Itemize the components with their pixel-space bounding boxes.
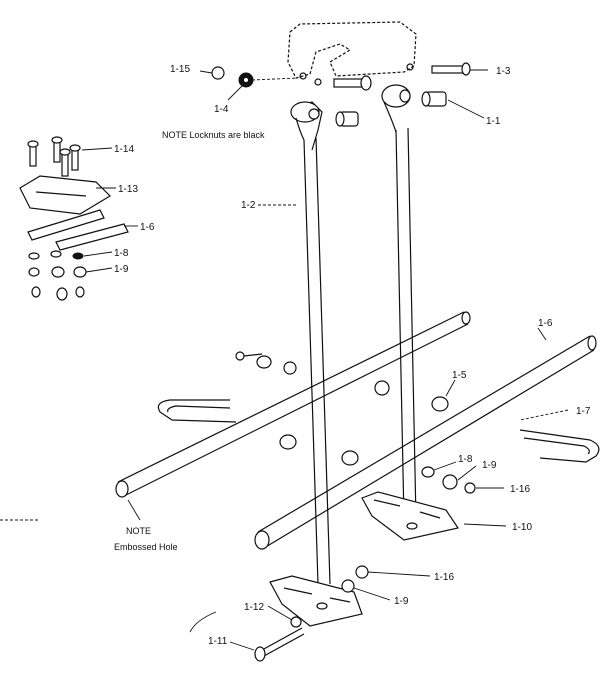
callout-1-1: 1-1 bbox=[486, 116, 501, 127]
callout-1-13: 1-13 bbox=[118, 184, 138, 195]
cross-tube-back bbox=[115, 311, 471, 498]
callout-labels: 1-3 1-1 1-15 1-4 NOTE Locknuts are black… bbox=[114, 64, 591, 647]
callout-1-9-bottom: 1-9 bbox=[394, 596, 409, 607]
callout-1-16-right: 1-16 bbox=[510, 484, 530, 495]
note-locknuts: NOTE Locknuts are black bbox=[162, 130, 265, 140]
bolt-1-11 bbox=[254, 627, 305, 662]
nut-1-9-bottom bbox=[341, 579, 355, 593]
spacer-1-5-a bbox=[374, 380, 390, 396]
spacer-1-1 bbox=[421, 91, 447, 107]
nut-1-9-right bbox=[442, 474, 458, 490]
callout-1-5: 1-5 bbox=[452, 370, 467, 381]
callout-1-8: 1-8 bbox=[458, 454, 473, 465]
note-embossed-title: NOTE bbox=[126, 526, 151, 536]
washer-1-12 bbox=[290, 616, 302, 628]
callout-1-8-small: 1-8 bbox=[114, 248, 129, 259]
upright-tube-right bbox=[381, 84, 417, 521]
washer-pair-upper bbox=[235, 351, 297, 375]
cap-1-16-right bbox=[464, 482, 476, 494]
washer-1-8 bbox=[421, 466, 435, 478]
callout-1-10: 1-10 bbox=[512, 522, 532, 533]
foot-1-10 bbox=[361, 491, 459, 541]
leader-line bbox=[251, 77, 299, 81]
inset-assembly bbox=[19, 136, 129, 301]
top-frame-bracket bbox=[287, 21, 417, 86]
cross-tube-front bbox=[254, 335, 597, 550]
callout-1-6-small: 1-6 bbox=[140, 222, 155, 233]
j-bolt-left bbox=[157, 399, 237, 423]
note-embossed-hole: Embossed Hole bbox=[114, 542, 178, 552]
callout-1-3: 1-3 bbox=[496, 66, 511, 77]
leader-lines bbox=[0, 69, 569, 651]
spacer-left-mid bbox=[279, 434, 297, 450]
bushing-upper bbox=[335, 111, 359, 127]
callout-1-14: 1-14 bbox=[114, 144, 134, 155]
locknut-1-4 bbox=[238, 72, 254, 88]
callout-1-15: 1-15 bbox=[170, 64, 190, 75]
callout-1-6: 1-6 bbox=[538, 318, 553, 329]
spacer-1-5-b bbox=[431, 396, 449, 412]
callout-1-7: 1-7 bbox=[576, 406, 591, 417]
j-bolt-1-7 bbox=[519, 429, 600, 463]
bolt-1-3 bbox=[431, 62, 471, 76]
spacer-center bbox=[341, 450, 359, 466]
callout-1-12: 1-12 bbox=[244, 602, 264, 613]
foot-bottom bbox=[269, 575, 363, 627]
bolt-upper-left bbox=[333, 75, 372, 91]
cap-1-16-bottom bbox=[355, 565, 369, 579]
callout-1-2: 1-2 bbox=[241, 200, 256, 211]
callout-1-9-small: 1-9 bbox=[114, 264, 129, 275]
callout-1-4: 1-4 bbox=[214, 104, 229, 115]
callout-1-11: 1-11 bbox=[208, 636, 228, 647]
callout-1-9-right: 1-9 bbox=[482, 460, 497, 471]
callout-1-16-bottom: 1-16 bbox=[434, 572, 454, 583]
nut-1-15 bbox=[211, 66, 225, 80]
